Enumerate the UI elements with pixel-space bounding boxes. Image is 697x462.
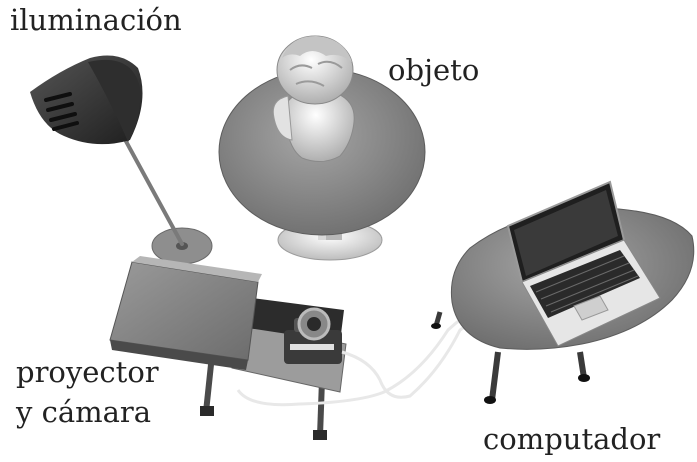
object-label: objeto bbox=[388, 53, 480, 87]
projector-label-line1: proyector bbox=[16, 355, 159, 389]
projector-rig bbox=[109, 256, 347, 440]
bust-statue-icon bbox=[272, 35, 355, 162]
lamp-vents bbox=[44, 92, 79, 131]
projector-icon bbox=[109, 256, 262, 370]
projector-label-line2: y cámara bbox=[16, 395, 152, 429]
camera-icon bbox=[284, 307, 342, 364]
computer-label: computador bbox=[483, 422, 661, 456]
illumination-label: iluminación bbox=[10, 3, 182, 37]
lamp-icon bbox=[30, 55, 213, 265]
laptop-icon bbox=[506, 180, 661, 347]
